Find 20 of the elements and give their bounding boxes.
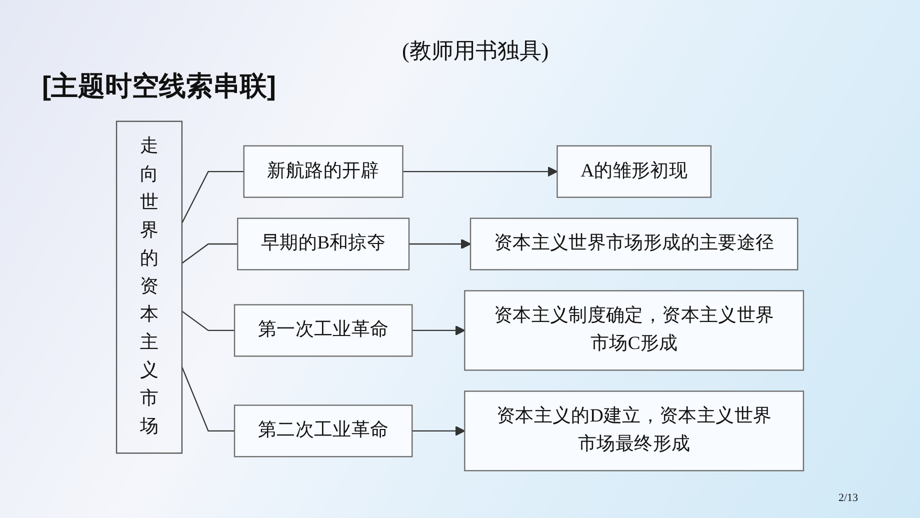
note-text: (教师用书独具) [402,37,549,65]
node-box: 早期的B和掠夺 [237,218,410,270]
node-box: 走向世界的资本主义市场 [116,120,183,454]
arrow [402,166,558,177]
arrow [409,238,471,250]
connector [182,243,238,264]
connector [181,171,244,224]
arrow [412,325,466,336]
node-box: 新航路的开辟 [243,145,404,198]
connector [181,366,235,432]
node-box: 第二次工业革命 [234,404,413,458]
node-box: 资本主义制度确定，资本主义世界市场C形成 [464,290,804,371]
page-number: 2/13 [838,492,858,504]
node-box: 资本主义世界市场形成的主要途径 [470,218,798,270]
arrow [412,426,466,436]
node-box: A的雏形初现 [556,145,712,198]
slide-title: [主题时空线索串联] [42,70,276,103]
node-box: 资本主义的D建立，资本主义世界市场最终形成 [464,390,804,472]
node-box: 第一次工业革命 [234,304,413,357]
connector [182,310,235,332]
